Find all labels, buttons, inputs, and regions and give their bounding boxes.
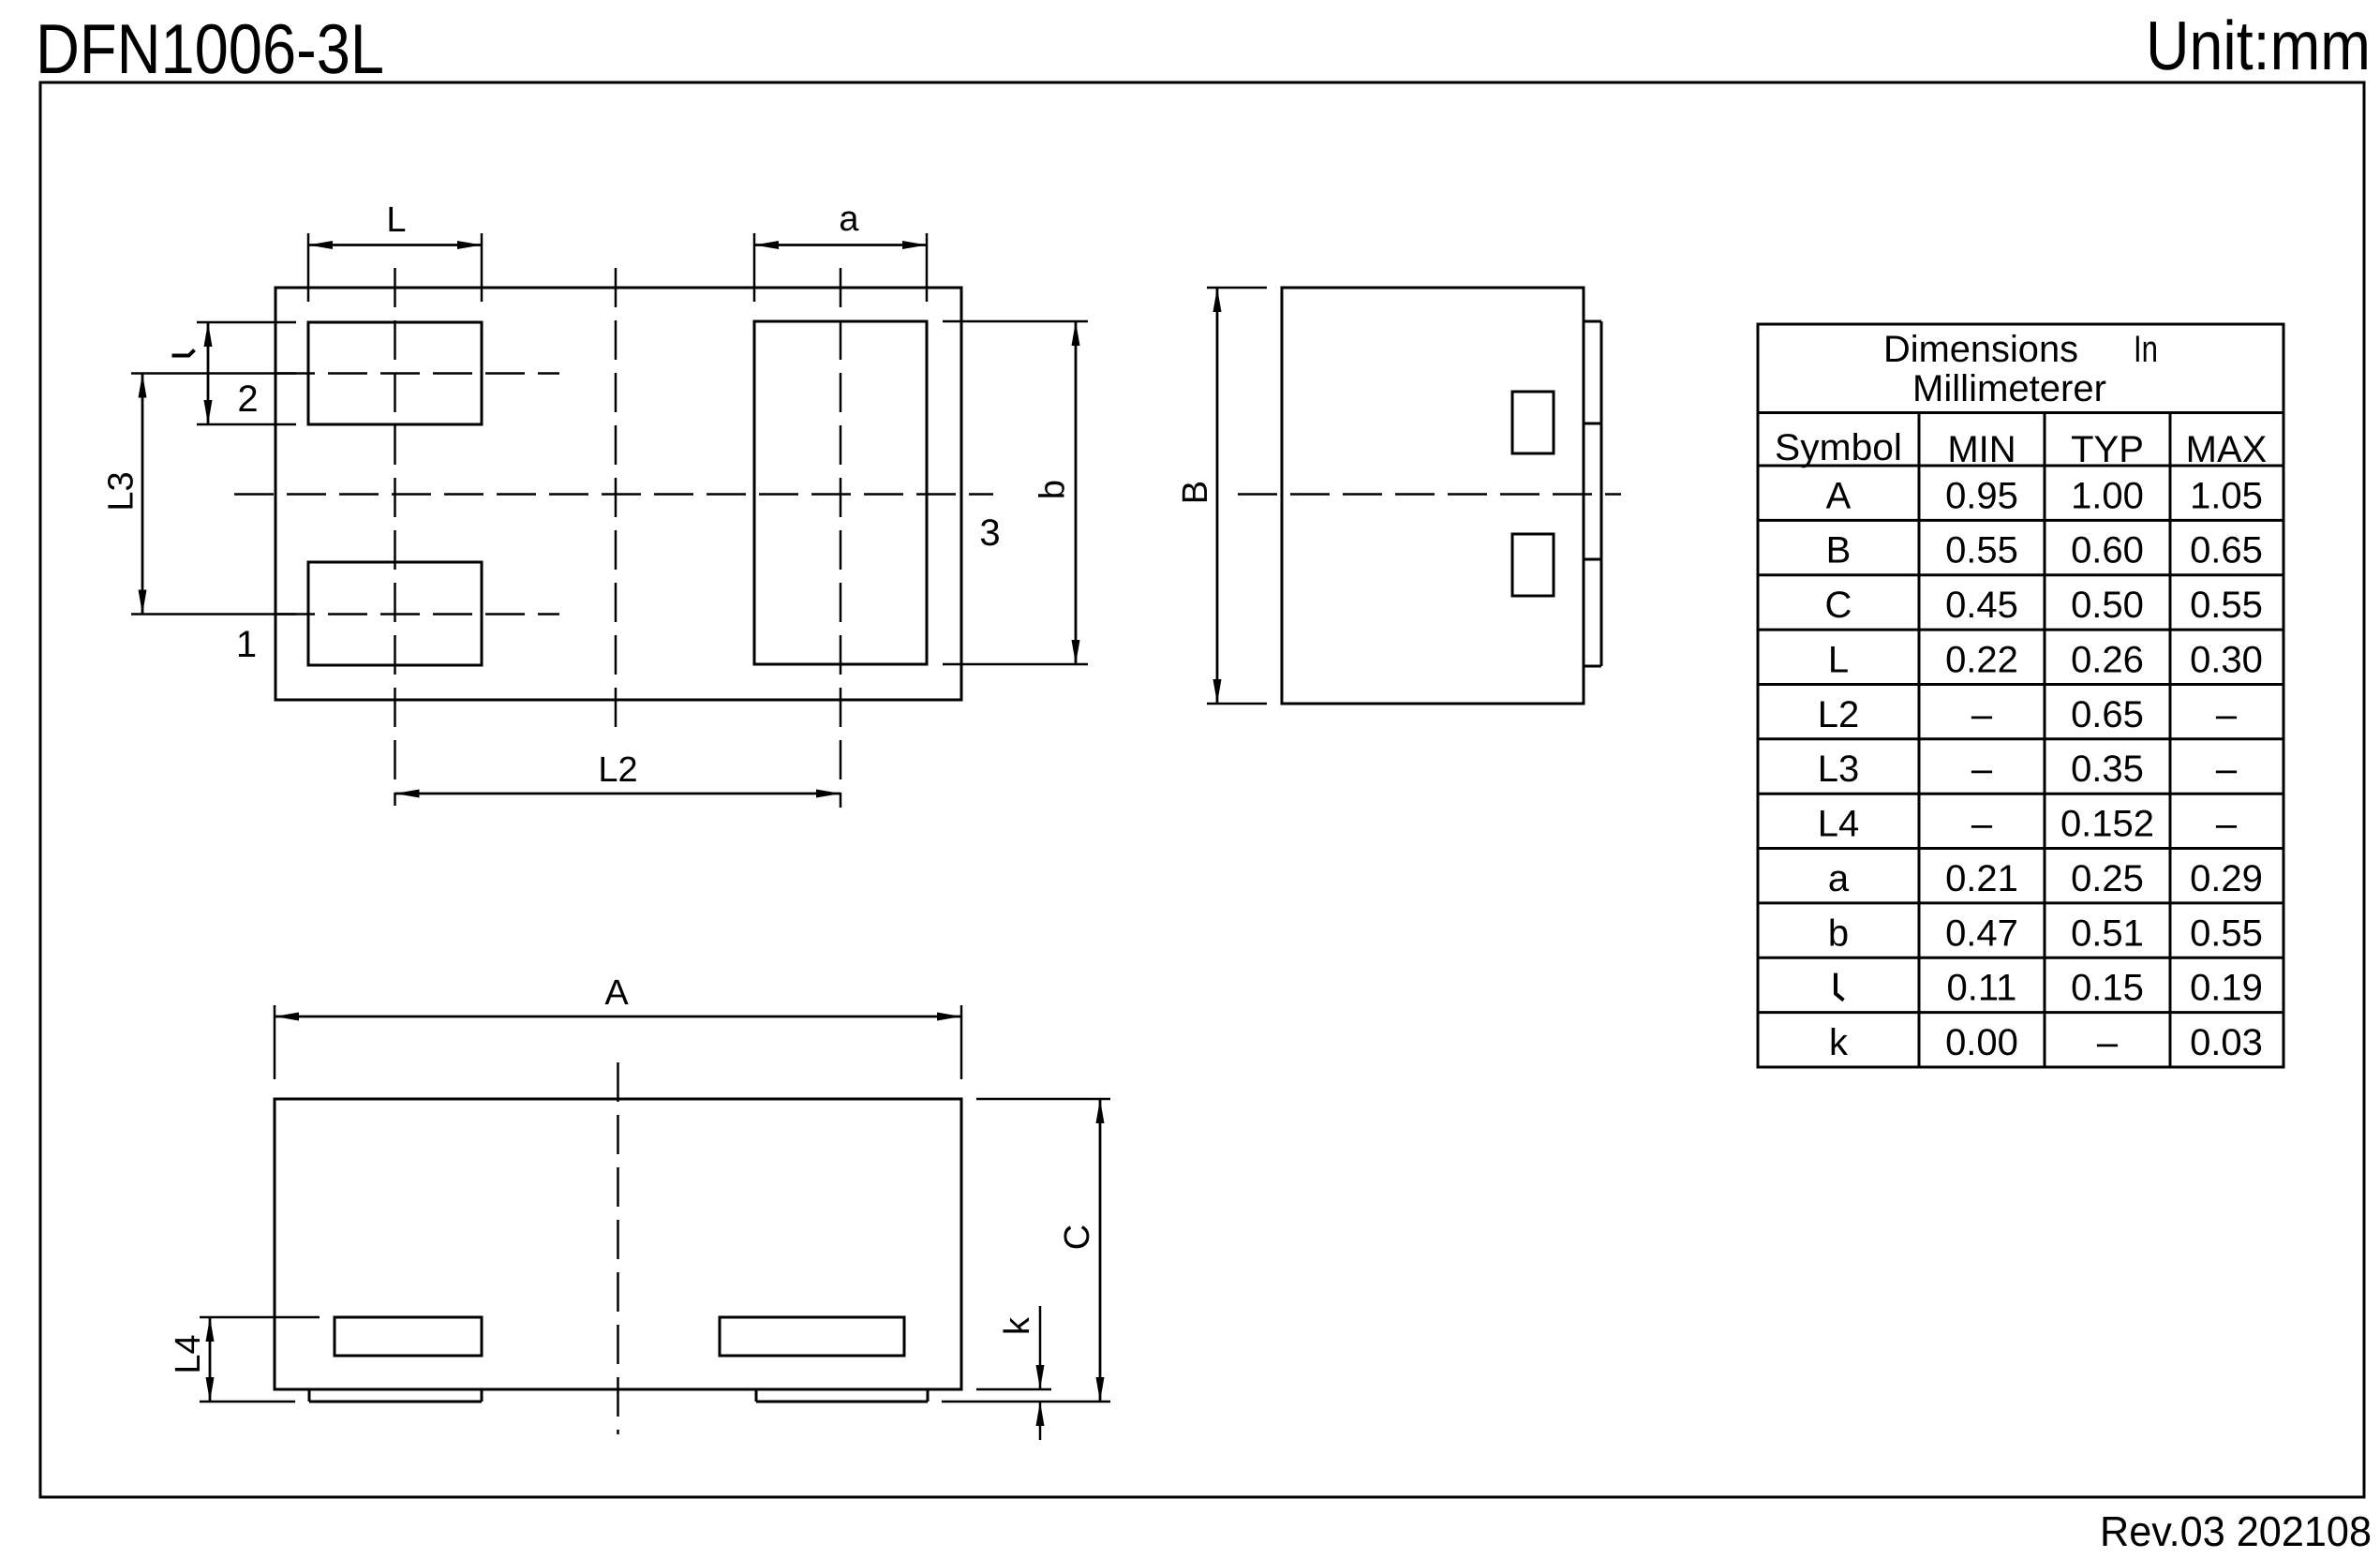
svg-text:L: L [386,200,406,240]
svg-text:Millimeterer: Millimeterer [1912,368,2106,409]
svg-text:Symbol: Symbol [1775,427,1902,468]
svg-text:k: k [1829,1022,1849,1063]
svg-text:0.51: 0.51 [2071,913,2144,954]
svg-text:–: – [1971,694,1993,735]
svg-text:0.26: 0.26 [2071,640,2144,681]
svg-text:1: 1 [236,624,257,665]
svg-text:0.22: 0.22 [1945,640,2018,681]
svg-text:L3: L3 [102,471,141,511]
svg-text:–: – [1971,749,1993,790]
svg-text:0.152: 0.152 [2060,804,2154,845]
svg-text:0.55: 0.55 [1945,530,2018,571]
svg-text:0.29: 0.29 [2190,858,2263,899]
svg-text:0.65: 0.65 [2190,530,2263,571]
svg-text:0.45: 0.45 [1945,585,2018,626]
svg-text:0.30: 0.30 [2190,640,2263,681]
svg-text:B: B [1826,530,1852,571]
svg-text:C: C [1825,585,1852,626]
svg-text:L4: L4 [169,1334,208,1373]
svg-text:–: – [1971,804,1993,845]
svg-text:0.47: 0.47 [1945,913,2018,954]
svg-text:DFN1006-3L: DFN1006-3L [36,9,384,88]
svg-text:–: – [2216,749,2238,790]
svg-text:–: – [2216,694,2238,735]
svg-text:0.95: 0.95 [1945,475,2018,516]
svg-text:A: A [1826,475,1852,516]
svg-text:L2: L2 [1818,694,1860,735]
svg-text:L3: L3 [1818,749,1860,790]
svg-text:MIN: MIN [1947,429,2016,470]
svg-text:1.05: 1.05 [2190,475,2263,516]
svg-text:–: – [2216,804,2238,845]
svg-text:0.65: 0.65 [2071,694,2144,735]
svg-text:0.00: 0.00 [1945,1022,2018,1063]
svg-text:L4: L4 [1818,804,1860,845]
svg-text:0.50: 0.50 [2071,585,2144,626]
svg-text:0.11: 0.11 [1947,968,2017,1009]
svg-text:0.03: 0.03 [2190,1022,2263,1063]
svg-text:3: 3 [979,512,1000,554]
svg-text:L: L [1828,640,1849,681]
svg-text:0.35: 0.35 [2071,749,2144,790]
svg-text:b: b [1034,480,1073,499]
svg-text:L2: L2 [598,750,637,790]
svg-text:0.19: 0.19 [2190,968,2263,1009]
svg-text:–: – [2097,1022,2119,1063]
svg-text:0.25: 0.25 [2071,858,2144,899]
svg-text:0.60: 0.60 [2071,530,2144,571]
svg-text:a: a [839,200,859,239]
svg-text:0.55: 0.55 [2190,585,2263,626]
svg-text:k: k [998,1316,1037,1335]
svg-text:Dimensions: Dimensions [1883,329,2078,370]
svg-text:0.55: 0.55 [2190,913,2263,954]
svg-text:b: b [1828,913,1849,954]
svg-text:Rev.03 202108: Rev.03 202108 [2100,1507,2372,1555]
svg-text:2: 2 [237,378,258,420]
svg-text:1.00: 1.00 [2071,475,2144,516]
svg-text:0.15: 0.15 [2071,968,2144,1009]
svg-text:In: In [2134,329,2158,370]
svg-text:TYP: TYP [2071,429,2144,470]
svg-text:MAX: MAX [2186,429,2268,470]
svg-text:0.21: 0.21 [1945,858,2018,899]
svg-text:a: a [1828,858,1850,899]
svg-text:A: A [604,973,629,1013]
svg-text:C: C [1058,1224,1097,1250]
svg-text:Unit:mm: Unit:mm [2146,7,2371,84]
svg-text:B: B [1176,481,1215,504]
